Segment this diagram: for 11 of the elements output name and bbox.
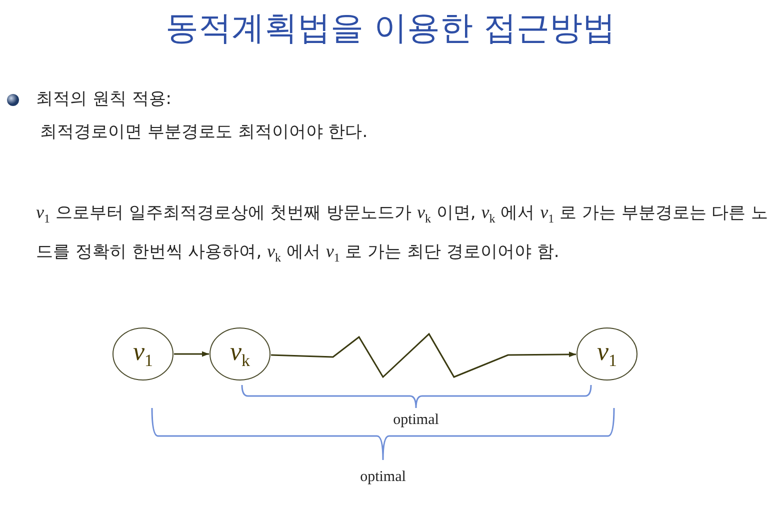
title: 동적계획법을 이용한 접근방법 (164, 7, 616, 49)
ellipse-node: v$_{1}$ (112, 327, 174, 381)
bullet-text: 최적의 원칙 적용: (36, 88, 173, 110)
ellipse-node: v$_{1}$ (576, 327, 638, 381)
bracket-label: optimal (359, 468, 407, 487)
arrow (174, 351, 209, 357)
bracket-label: optimal (392, 411, 440, 430)
ellipse-node: v$_{k}$ (209, 327, 271, 381)
paragraph: v$_{1}$ 으로부터 일주최적경로상에 첫번째 방문노드가 v$_{k}$ 이면, v$_{k}$ 에서 v$_{1}$ 로 가는 부분경로는 다른 노드를 정확히 한번씩 사용하여, v$_{k}$ 에서 v$_{1}$ 로 가는 최단 경로이어야 함. (36, 201, 770, 267)
arrow (270, 332, 576, 378)
principle-text: 최적경로이면 부분경로도 최적이어야 한다. (40, 121, 369, 143)
